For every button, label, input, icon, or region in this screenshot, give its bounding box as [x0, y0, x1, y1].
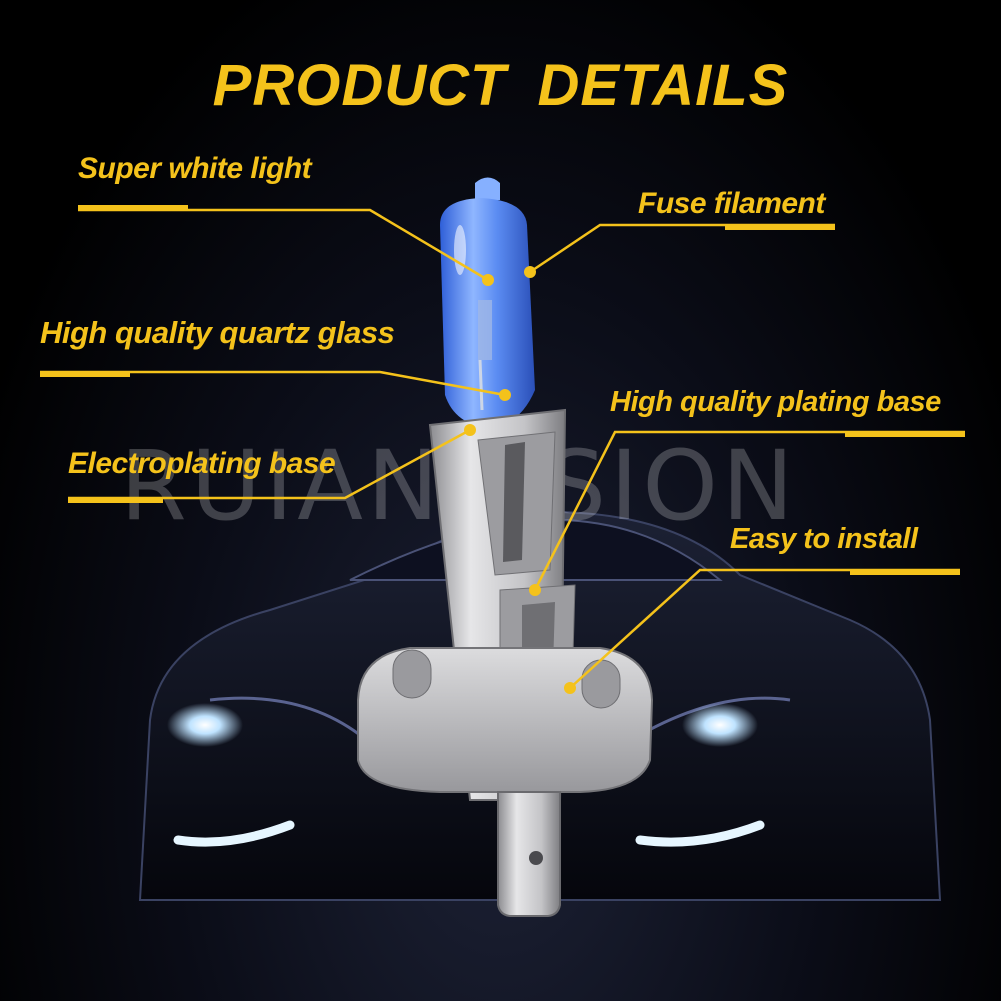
- callout-plating-base: High quality plating base: [610, 386, 941, 418]
- callout-super-white-light: Super white light: [78, 152, 312, 185]
- leader-fuse-filament: [529, 223, 835, 274]
- right-headlight: [635, 703, 765, 847]
- underline-accent: [725, 225, 835, 230]
- leader-easy-install: [569, 568, 960, 689]
- pointer-dot: [529, 584, 541, 596]
- pointer-dot: [564, 682, 576, 694]
- pointer-dot: [482, 274, 494, 286]
- pointer-dot: [524, 266, 536, 278]
- pointer-dot: [499, 389, 511, 401]
- callout-easy-to-install: Easy to install: [730, 523, 918, 555]
- quartz-glass-tube: [440, 177, 535, 428]
- callout-electroplating-base: Electroplating base: [68, 447, 336, 480]
- callout-quartz-glass: High quality quartz glass: [40, 315, 395, 350]
- leader-plating-base: [533, 430, 965, 591]
- underline-accent: [845, 432, 965, 437]
- underline-accent: [40, 372, 130, 377]
- leader-quartz-glass: [40, 370, 506, 397]
- leader-super-white: [78, 208, 489, 282]
- page-title: PRODUCT DETAILS: [212, 53, 789, 118]
- filament-coil: [478, 300, 492, 360]
- underline-accent: [850, 570, 960, 575]
- underline-accent: [78, 205, 188, 210]
- left-headlight: [167, 703, 295, 847]
- pointer-dot: [464, 424, 476, 436]
- metal-base: [357, 408, 654, 917]
- callout-fuse-filament: Fuse filament: [638, 187, 825, 220]
- underline-accent: [68, 498, 163, 503]
